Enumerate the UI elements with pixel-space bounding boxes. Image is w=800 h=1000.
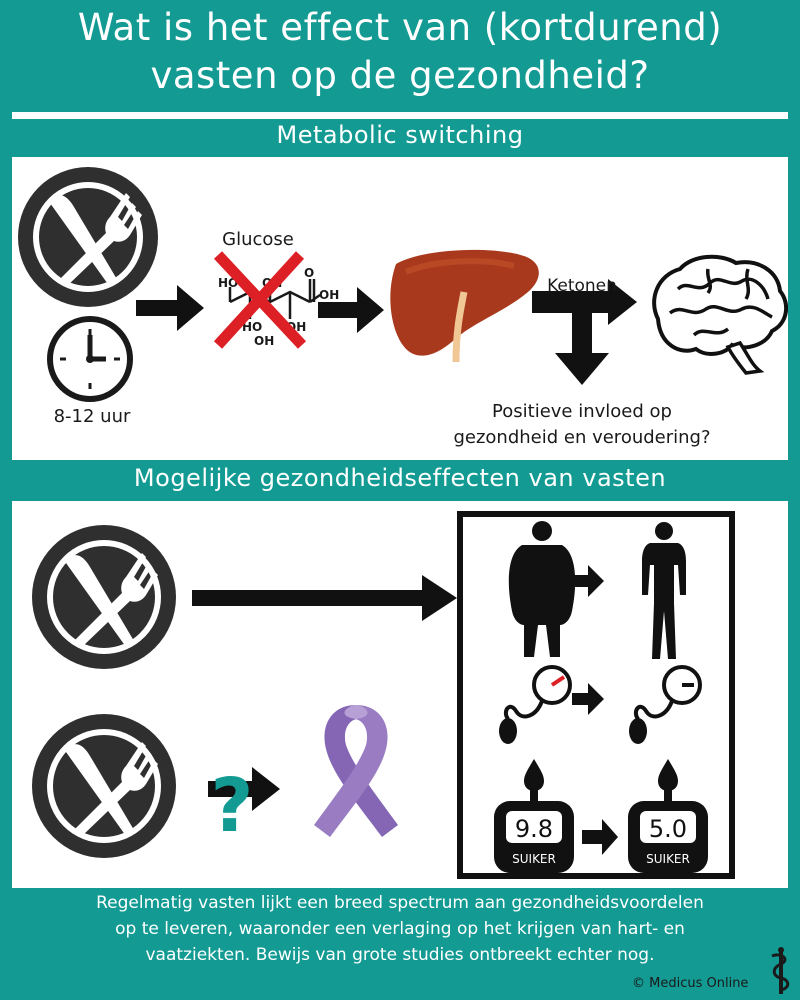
effect-line-1: Positieve invloed op (492, 401, 672, 422)
arrow-right (532, 279, 637, 325)
footer-line-3: vaatziekten. Bewijs van grote studies on… (145, 945, 655, 965)
liver-icon (390, 249, 539, 363)
footer-line-2: op te leveren, waaronder een verlaging o… (115, 919, 685, 939)
page-title: Wat is het effect van (kortdurend) vaste… (0, 4, 800, 100)
body-slim-icon (642, 522, 686, 659)
caduceus-icon (771, 947, 790, 994)
title-line-1: Wat is het effect van (kortdurend) (77, 6, 723, 49)
svg-text:OH: OH (319, 288, 339, 302)
arrow-right (136, 285, 204, 331)
glucose-label: Glucose (222, 229, 294, 250)
arrow-right (192, 575, 457, 621)
sugar-label: SUIKER (646, 852, 690, 866)
glucometer-icon: 9.8 SUIKER (494, 759, 574, 873)
sugar-label: SUIKER (512, 852, 556, 866)
footer-line-1: Regelmatig vasten lijkt een breed spectr… (96, 893, 704, 913)
svg-text:O: O (304, 266, 314, 280)
credit-text: © Medicus Online (632, 976, 749, 991)
arrow-down (555, 307, 609, 385)
clock-icon (47, 316, 133, 402)
question-mark: ? (211, 763, 254, 849)
arrow-right (572, 565, 604, 597)
panel1-illustration: HO HO OH OH OH O OH Gl (18, 167, 788, 448)
section2-heading: Mogelijke gezondheidseffecten van vasten (133, 464, 667, 492)
sugar-after-value: 5.0 (649, 815, 687, 843)
plate-icon (32, 525, 176, 669)
brain-icon (652, 254, 788, 375)
svg-text:HO: HO (242, 320, 262, 334)
svg-text:OH: OH (254, 334, 274, 348)
ribbon-icon (314, 705, 398, 837)
arrow-right (572, 683, 604, 715)
blood-pressure-icon (629, 665, 702, 744)
divider (12, 112, 788, 119)
sugar-before-value: 9.8 (515, 815, 553, 843)
blood-pressure-icon (499, 665, 572, 744)
body-obese-icon (508, 521, 576, 657)
plate-icon (32, 714, 176, 858)
effect-line-2: gezondheid en veroudering? (453, 427, 710, 448)
arrow-right (582, 819, 618, 855)
glucometer-icon: 5.0 SUIKER (628, 759, 708, 873)
panel2-illustration: ? (32, 511, 735, 879)
health-effects-panel: ? (12, 501, 788, 888)
title-line-2: vasten op de gezondheid? (150, 54, 650, 97)
ketonen-label: Ketonen (547, 276, 617, 296)
time-label: 8-12 uur (54, 406, 131, 427)
section1-heading: Metabolic switching (276, 121, 524, 149)
svg-text:HO: HO (218, 276, 238, 290)
plate-icon (18, 167, 158, 307)
arrow-right (318, 287, 384, 333)
footer-text: Regelmatig vasten lijkt een breed spectr… (8, 890, 792, 968)
metabolic-switching-panel: HO HO OH OH OH O OH Gl (12, 157, 788, 460)
glucose-molecule-icon: HO HO OH OH OH O OH (213, 251, 339, 349)
arrow-right (208, 767, 280, 811)
